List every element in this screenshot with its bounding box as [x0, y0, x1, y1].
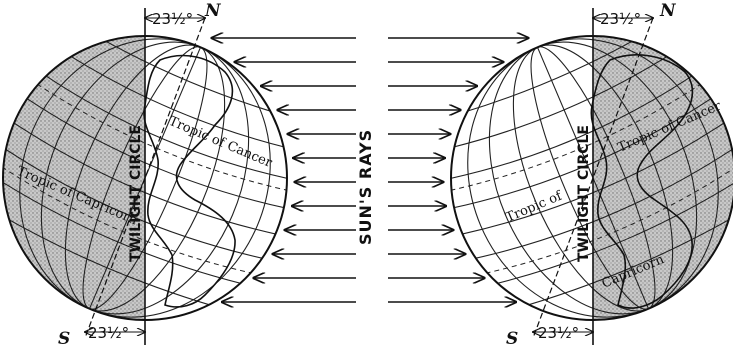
right-twilight-label: TWILIGHT CIRCLE [576, 125, 592, 262]
left-north-label: N [204, 1, 222, 21]
left-tropic-cancer-label: Tropic of Cancer [166, 114, 274, 171]
left-continent [144, 56, 235, 307]
left-globe: N S 23½° 23½° TWILIGHT CIRCLE Tropic of … [0, 0, 325, 351]
right-tilt-bottom-label: 23½° [538, 324, 579, 342]
rays-toward-right-globe [388, 38, 528, 302]
right-tilt-top-label: 23½° [600, 10, 641, 28]
left-tilt-bottom-label: 23½° [88, 324, 129, 342]
right-globe: N S 23½° 23½° TWILIGHT CIRCLE Tropic of … [413, 0, 733, 351]
right-south-label: S [506, 329, 518, 349]
suns-rays-label: SUN'S RAYS [356, 129, 375, 245]
left-twilight-label: TWILIGHT CIRCLE [128, 125, 144, 262]
left-tilt-top-label: 23½° [152, 10, 193, 28]
right-north-label: N [659, 1, 677, 21]
left-south-label: S [58, 329, 70, 349]
